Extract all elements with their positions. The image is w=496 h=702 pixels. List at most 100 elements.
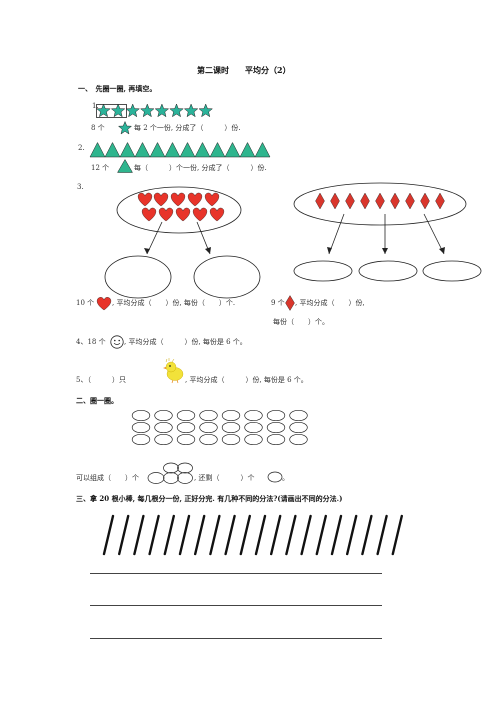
stick bbox=[148, 514, 160, 556]
circle-item bbox=[289, 421, 308, 434]
section-2-text-a: 可以组成（ ）个 bbox=[76, 474, 139, 482]
diamond-icon bbox=[285, 295, 295, 311]
stick bbox=[345, 514, 358, 556]
sticks-row bbox=[102, 514, 403, 556]
q1-number: 1. bbox=[92, 102, 99, 110]
heart-icon bbox=[137, 192, 153, 207]
circle-item bbox=[266, 433, 286, 446]
q2-triangle-row bbox=[89, 141, 271, 158]
diamonds-oval-3 bbox=[422, 260, 482, 282]
star-icon bbox=[125, 103, 141, 118]
circle-group-icon bbox=[147, 462, 193, 484]
stick bbox=[163, 514, 176, 556]
circle-item bbox=[131, 433, 151, 446]
stick bbox=[361, 514, 373, 556]
stick bbox=[285, 514, 297, 556]
diamond-icon bbox=[375, 192, 385, 210]
circle-item bbox=[131, 409, 151, 422]
circle-item bbox=[154, 433, 173, 446]
q3-number: 3. bbox=[77, 183, 84, 191]
heart-icon bbox=[153, 192, 169, 207]
star-icon bbox=[198, 103, 214, 118]
heart-icon bbox=[209, 207, 225, 222]
heart-icon bbox=[187, 192, 203, 207]
heart-icon bbox=[170, 192, 186, 207]
diamond-icon bbox=[360, 192, 370, 210]
section-2-text-b: , 还剩（ ）个 bbox=[194, 474, 255, 482]
q1-text-a: 8 个 bbox=[91, 124, 105, 132]
stick bbox=[193, 514, 206, 556]
q3-hearts-diagram bbox=[104, 186, 261, 299]
answer-line-2[interactable] bbox=[90, 605, 382, 606]
section-1-heading: 一、 先圈一圈, 再填空。 bbox=[78, 84, 157, 93]
circle-item bbox=[221, 421, 241, 434]
star-icon bbox=[117, 120, 133, 135]
triangle-icon bbox=[134, 141, 151, 158]
triangle-icon bbox=[224, 141, 241, 158]
diamond-icon bbox=[330, 192, 340, 210]
diamond-icon bbox=[420, 192, 430, 210]
circle-item bbox=[154, 421, 173, 434]
triangle-icon bbox=[119, 141, 136, 158]
triangle-icon bbox=[149, 141, 166, 158]
circle-item bbox=[199, 409, 218, 422]
heart-icon bbox=[158, 207, 174, 222]
circle-item bbox=[221, 433, 241, 446]
stick bbox=[178, 514, 191, 556]
star-icon bbox=[96, 103, 111, 118]
circle-item bbox=[244, 433, 263, 446]
circle-item bbox=[289, 433, 308, 446]
q1-circle-box bbox=[96, 104, 127, 118]
triangle-icon bbox=[89, 141, 106, 158]
q3-right-text-b: , 平均分成（ ）份, bbox=[295, 299, 365, 307]
hearts-oval-right bbox=[193, 255, 261, 299]
stick bbox=[300, 514, 312, 556]
heart-icon bbox=[192, 207, 208, 222]
heart-icon bbox=[141, 207, 157, 222]
hearts-big-oval bbox=[116, 186, 242, 234]
circle-item bbox=[199, 433, 218, 446]
stick bbox=[102, 514, 115, 556]
section-3-heading: 三、拿 20 根小棒, 每几根分一份, 正好分完. 有几种不同的分法?(请画出不… bbox=[76, 494, 343, 503]
star-icon bbox=[110, 103, 126, 118]
circle-item bbox=[176, 433, 196, 446]
diamond-icon bbox=[405, 192, 415, 210]
hearts-oval-left bbox=[104, 255, 172, 299]
triangle-icon bbox=[164, 141, 181, 158]
diamonds-oval-2 bbox=[358, 260, 418, 282]
stick bbox=[239, 514, 252, 556]
triangle-icon bbox=[194, 141, 211, 158]
stick bbox=[254, 514, 267, 556]
circle-item bbox=[266, 421, 286, 434]
star-icon bbox=[183, 103, 199, 118]
q3-diamonds-diagram bbox=[293, 182, 482, 282]
star-icon bbox=[139, 103, 155, 118]
triangle-icon bbox=[209, 141, 226, 158]
diamond-icon bbox=[345, 192, 355, 210]
section-2-text-c: 。 bbox=[282, 474, 289, 482]
stick bbox=[224, 514, 236, 556]
stick bbox=[315, 514, 328, 556]
stick bbox=[269, 514, 282, 556]
circle-item bbox=[244, 409, 263, 422]
diamond-icon bbox=[435, 192, 445, 210]
answer-line-3[interactable] bbox=[90, 638, 382, 639]
triangle-icon bbox=[239, 141, 256, 158]
circle-item bbox=[289, 409, 308, 422]
answer-line-1[interactable] bbox=[90, 573, 382, 574]
circle-item bbox=[221, 409, 241, 422]
triangle-icon bbox=[117, 158, 133, 173]
circle-grid bbox=[131, 409, 308, 446]
q3-right-text-c: 每份（ ）个。 bbox=[273, 318, 329, 326]
chick-icon bbox=[163, 358, 184, 384]
circle-item bbox=[266, 409, 286, 422]
q4-text-a: 4、18 个 bbox=[76, 338, 106, 346]
heart-icon bbox=[204, 192, 220, 207]
q2-text-b: 每（ ）个一份, 分成了（ ）份. bbox=[134, 164, 267, 172]
stick bbox=[330, 514, 343, 556]
circle-item bbox=[176, 409, 196, 422]
star-icon bbox=[154, 103, 170, 118]
diamonds-big-oval bbox=[293, 182, 467, 226]
smiley-face-icon bbox=[110, 335, 124, 349]
circle-item bbox=[244, 421, 263, 434]
